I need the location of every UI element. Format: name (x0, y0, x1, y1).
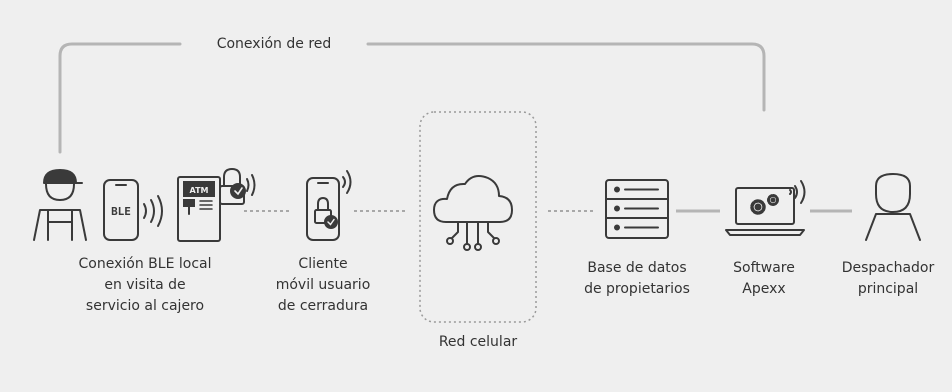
mobile-client-phone-icon (306, 170, 352, 241)
mobile-client-label-line-3: de cerradura (277, 298, 369, 314)
mobile-client-label-line-1: Cliente (298, 256, 348, 272)
software-label-line-2: Apexx (742, 281, 786, 297)
network-connection-line (58, 42, 766, 154)
ble-phone-icon (103, 179, 163, 241)
dispatcher-person-icon (865, 173, 921, 241)
database-label: Base de datos de propietarios (570, 258, 704, 300)
smart-lock-icon (219, 167, 256, 205)
technician-icon (33, 169, 87, 241)
dispatcher-label-line-1: Despachador (841, 260, 935, 276)
network-connection-label: Conexión de red (216, 36, 332, 52)
dispatcher-label-line-2: principal (857, 281, 919, 297)
technician-label-line-2: en visita de (104, 277, 186, 293)
database-label-line-2: de propietarios (584, 281, 690, 297)
database-label-line-1: Base de datos (587, 260, 687, 276)
laptop-gears-icon (725, 180, 806, 236)
technician-label: Conexión BLE local en visita de servicio… (30, 254, 260, 317)
mobile-client-label: Cliente móvil usuario de cerradura (258, 254, 388, 317)
atm-icon (177, 176, 221, 242)
software-label: Software Apexx (714, 258, 814, 300)
dispatcher-label: Despachador principal (828, 258, 948, 300)
cellular-network-label: Red celular (438, 334, 518, 350)
technician-label-line-3: servicio al cajero (85, 298, 205, 314)
cellular-network-frame (419, 111, 537, 323)
ble-phone-badge: BLE (111, 205, 131, 218)
software-label-line-1: Software (733, 260, 795, 276)
atm-badge: ATM (190, 186, 209, 195)
cloud-icon (433, 175, 513, 251)
technician-label-line-1: Conexión BLE local (78, 256, 212, 272)
database-icon (605, 179, 669, 239)
mobile-client-label-line-2: móvil usuario (275, 277, 371, 293)
